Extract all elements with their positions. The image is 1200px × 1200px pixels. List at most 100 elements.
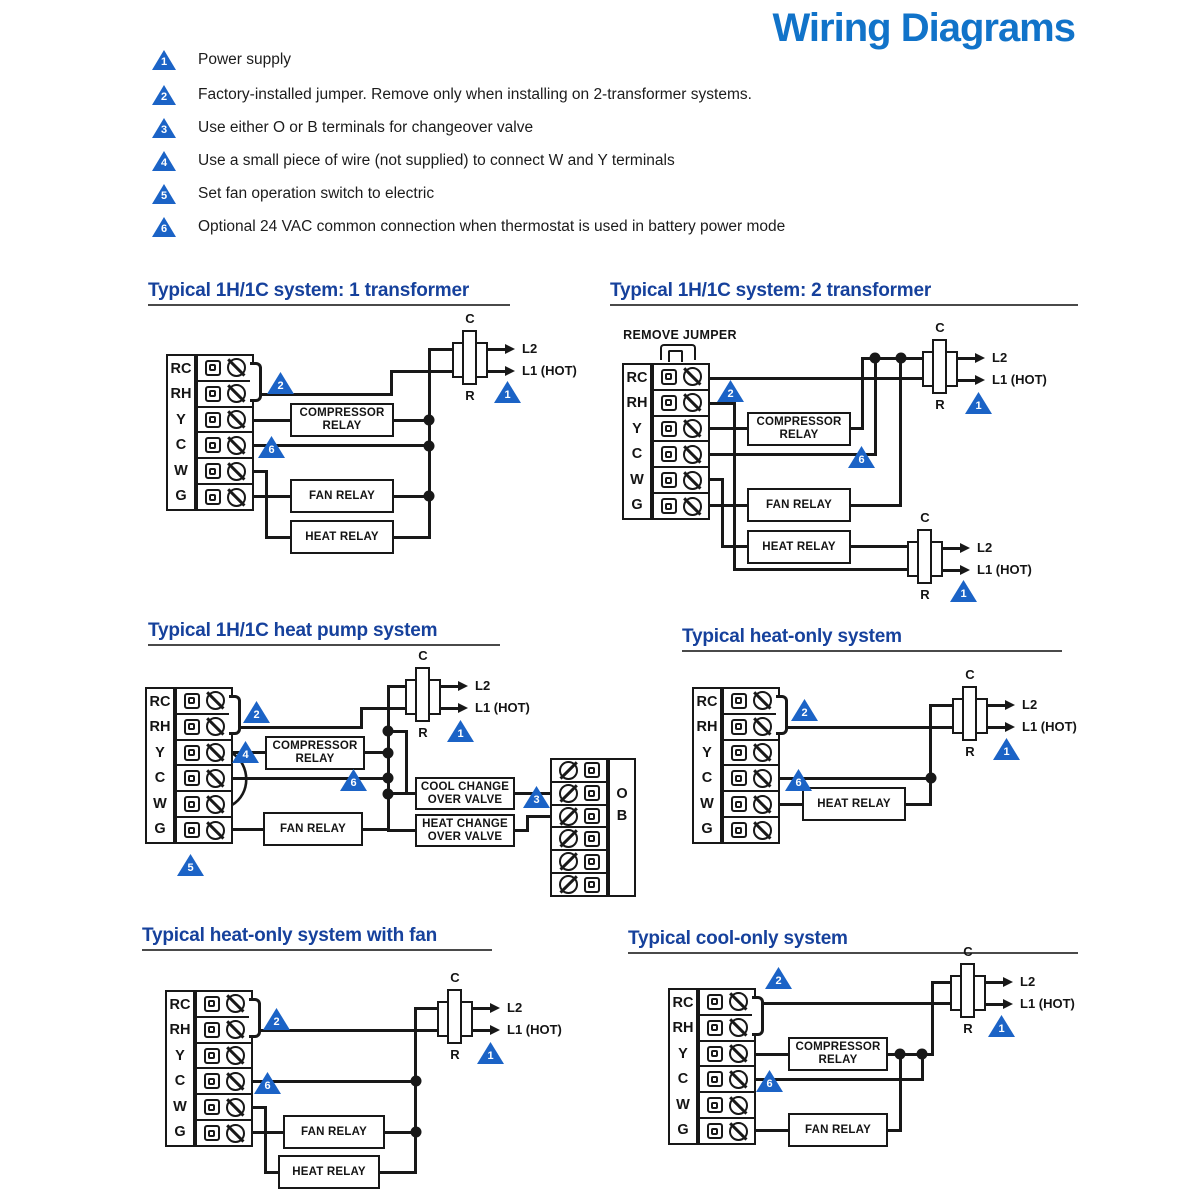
wire — [414, 1007, 417, 1174]
terminal-label: RH — [626, 395, 648, 412]
terminal-row — [654, 442, 708, 469]
wire — [390, 370, 452, 373]
terminal-label: G — [175, 488, 187, 505]
slotted-screw-icon — [682, 470, 702, 490]
terminal-row — [197, 1095, 251, 1122]
square-screw-icon — [203, 995, 220, 1012]
heat-changeover-valve-box: HEAT CHANGE OVER VALVE — [415, 814, 515, 847]
wire — [776, 803, 804, 806]
square-screw-icon — [583, 876, 600, 893]
square-screw-icon — [583, 808, 600, 825]
note-marker-1: 1 — [494, 381, 521, 403]
wire — [428, 348, 454, 351]
transformer-c-label: C — [963, 944, 973, 959]
l1-label: L1 (HOT) — [507, 1022, 562, 1037]
terminal-label: RC — [672, 994, 694, 1011]
transformer-symbol: C R L2 L1 (HOT) — [452, 311, 577, 403]
section-title: Typical 1H/1C system: 1 transformer — [148, 280, 470, 301]
terminal-label: C — [175, 437, 187, 454]
section-title: Typical 1H/1C system: 2 transformer — [610, 280, 932, 301]
junction-dot — [423, 414, 435, 426]
terminal-label: W — [174, 462, 188, 479]
terminal-row — [700, 990, 754, 1016]
junction-dot — [382, 747, 394, 759]
square-screw-icon — [204, 463, 221, 480]
square-screw-icon — [183, 744, 200, 761]
terminal-label: W — [676, 1096, 690, 1113]
fan-relay-box: FAN RELAY — [283, 1115, 385, 1149]
square-screw-icon — [730, 822, 747, 839]
slotted-screw-icon — [558, 829, 578, 849]
terminal-label: W — [630, 471, 644, 488]
terminal-row — [700, 1042, 754, 1068]
terminal-label: RH — [170, 386, 192, 403]
wire — [706, 427, 747, 430]
wire — [249, 1131, 285, 1134]
terminal-label: RC — [696, 693, 718, 710]
square-screw-icon — [203, 1125, 220, 1142]
wire — [387, 829, 417, 832]
note-marker-1: 1 — [950, 580, 977, 602]
square-screw-icon — [706, 1123, 723, 1140]
terminal-row — [654, 365, 708, 391]
compressor-relay-box: COMPRESSOR RELAY — [747, 412, 851, 446]
square-screw-icon — [583, 785, 600, 802]
slotted-screw-icon — [205, 691, 225, 711]
l2-label: L2 — [992, 350, 1008, 365]
legend-triangle-4-icon: 4 — [152, 151, 176, 171]
slotted-screw-icon — [205, 794, 225, 814]
terminal-row — [552, 806, 606, 829]
wire — [929, 704, 932, 779]
wire — [899, 357, 902, 507]
terminal-row — [700, 1093, 754, 1120]
square-screw-icon — [730, 744, 747, 761]
transformer-symbol: C R L2 L1 (HOT) — [952, 667, 1077, 759]
legend-text: Set fan operation switch to electric — [198, 185, 435, 202]
legend-num: 2 — [160, 91, 168, 103]
legend-text: Factory-installed jumper. Remove only wh… — [198, 86, 752, 103]
slotted-screw-icon — [205, 717, 225, 737]
terminal-row — [654, 494, 708, 518]
terminal-row — [552, 874, 606, 895]
transformer-r-label: R — [920, 587, 930, 602]
compressor-relay-box: COMPRESSOR RELAY — [290, 403, 394, 437]
transformer-symbol: C R L2 L1 (HOT) — [437, 970, 562, 1062]
square-screw-icon — [183, 796, 200, 813]
fan-relay-box: FAN RELAY — [290, 479, 394, 513]
wire — [706, 453, 877, 456]
slotted-screw-icon — [682, 367, 702, 387]
title-underline — [142, 949, 492, 951]
l2-label: L2 — [977, 540, 993, 555]
slotted-screw-icon — [558, 760, 578, 780]
transformer-c-label: C — [920, 510, 930, 525]
terminal-label: G — [154, 821, 166, 838]
wire — [849, 545, 907, 548]
terminal-label — [610, 873, 634, 896]
terminal-label: Y — [155, 744, 165, 761]
wire — [249, 1106, 267, 1109]
transformer-c-label: C — [418, 648, 428, 663]
section-title: Typical 1H/1C heat pump system — [148, 620, 438, 641]
transformer-core — [415, 667, 430, 722]
legend-text: Use a small piece of wire (not supplied)… — [198, 152, 675, 169]
wire — [863, 357, 922, 360]
wire — [784, 726, 952, 729]
arrow-right-icon — [1003, 999, 1013, 1009]
terminal-label: O — [616, 785, 628, 802]
transformer-core — [960, 963, 975, 1018]
terminal-label: G — [174, 1124, 186, 1141]
junction-dot — [423, 440, 435, 452]
square-screw-icon — [203, 1047, 220, 1064]
wire — [906, 803, 932, 806]
factory-jumper-icon — [249, 998, 261, 1038]
legend-text: Optional 24 VAC common connection when t… — [198, 218, 786, 235]
terminal-label: RC — [149, 693, 171, 710]
heat-relay-box: HEAT RELAY — [290, 520, 394, 554]
slotted-screw-icon — [752, 768, 772, 788]
terminal-label: C — [631, 446, 643, 463]
wire — [360, 707, 405, 710]
